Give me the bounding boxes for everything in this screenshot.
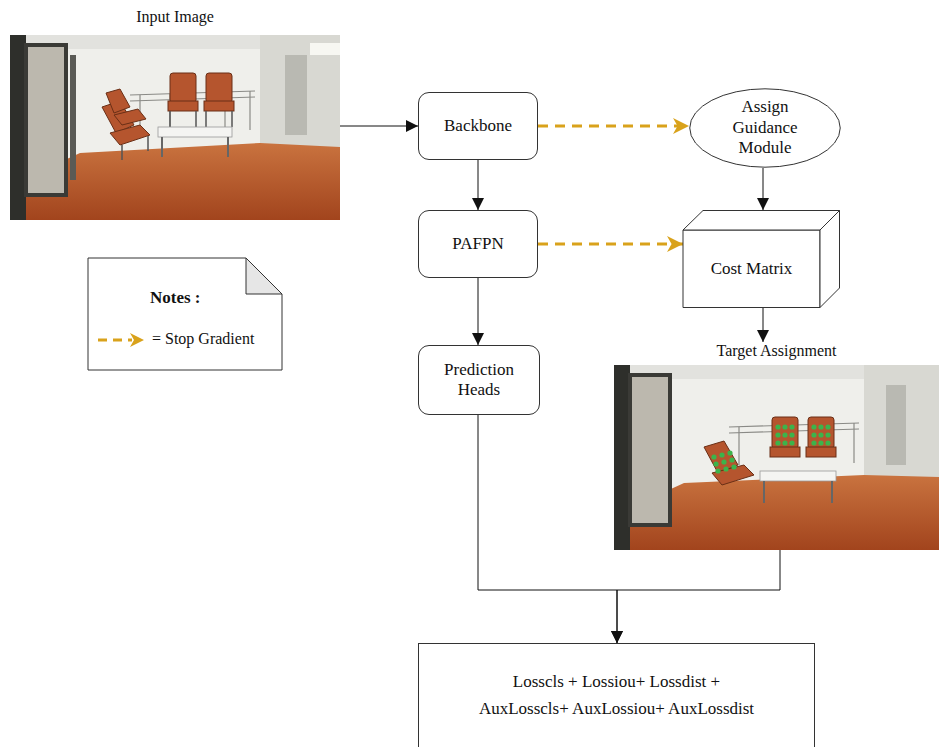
input-photo [10,35,340,220]
node-text: Prediction Heads [427,360,531,401]
legend-text: = Stop Gradient [152,330,254,348]
flow-arrow [478,415,617,643]
process-box: PAFPN [418,210,538,278]
input-image: Input Image [10,8,340,220]
stop-gradient-arrow [538,125,689,128]
stop-gradient-arrow [538,243,683,246]
module-ellipse: Assign Guidance Module [689,88,841,168]
flow-arrow [763,308,764,342]
process-box: Backbone [418,92,538,160]
loss-box: Losscls + Lossiou+ Lossdist + AuxLosscls… [418,643,815,747]
legend-sample-arrow [96,330,148,350]
image-heading: Target Assignment [717,342,837,360]
flow-arrow [478,278,479,345]
notes-box [86,256,284,372]
image-heading: Input Image [136,8,214,26]
flow-arrow [617,550,780,643]
node-text: Cost Matrix [711,259,793,279]
flow-arrow [763,168,764,210]
notes-heading: Notes : [150,288,201,308]
flow-arrow [478,160,479,210]
process-box: Prediction Heads [418,345,540,415]
cost-matrix-cube: Cost Matrix [683,210,840,308]
node-text: PAFPN [452,234,503,254]
target-assignment-photo [614,365,939,550]
node-text: Losscls + Lossiou+ Lossdist + AuxLosscls… [467,654,767,722]
node-text: Backbone [444,116,512,136]
node-text: Assign Guidance Module [707,97,823,158]
flow-arrow [340,126,418,127]
target-assignment-image: Target Assignment [614,342,939,550]
